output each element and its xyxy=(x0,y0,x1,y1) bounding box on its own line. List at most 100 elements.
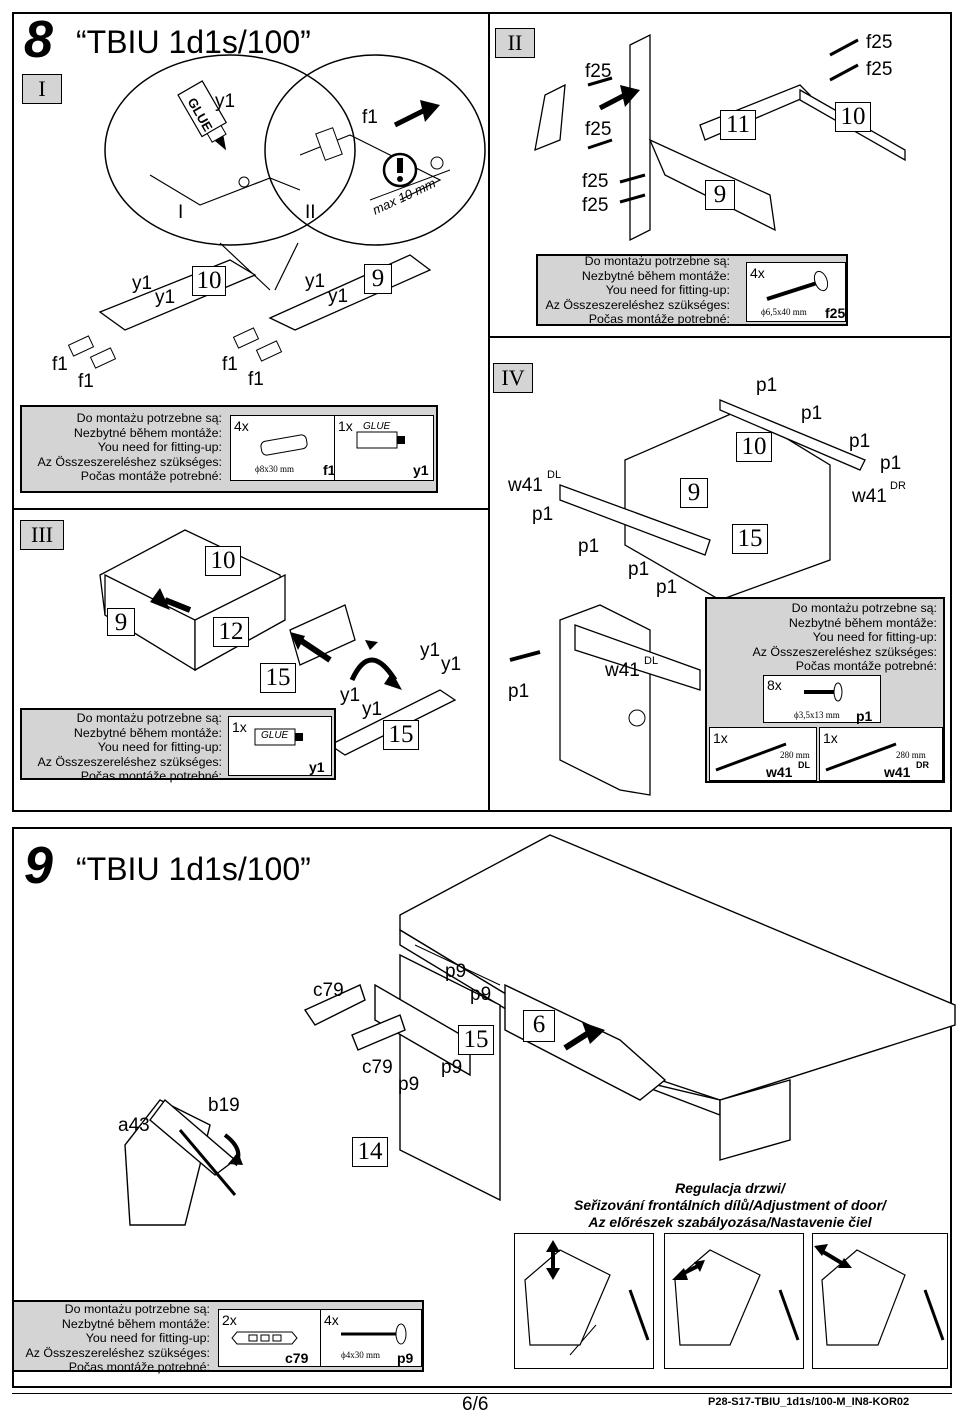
part-12-badge: 12 xyxy=(213,617,249,647)
label-p1: p1 xyxy=(508,681,530,702)
step-9-frame xyxy=(12,827,952,1388)
dowel-f1-icons xyxy=(67,327,283,369)
vertical-divider xyxy=(488,12,490,812)
label-w41-dl: w41 xyxy=(605,660,640,681)
label-p1: p1 xyxy=(532,504,554,525)
part-15-badge: 15 xyxy=(732,524,768,554)
label-dl-superscript: DL xyxy=(547,469,562,481)
label-dr-superscript: DR xyxy=(890,480,906,492)
label-w41-dr: w41 xyxy=(852,486,887,507)
label-f1: f1 xyxy=(222,354,238,375)
label-p9: p9 xyxy=(441,1057,463,1078)
label-y1: y1 xyxy=(441,654,462,675)
part-10-badge: 10 xyxy=(192,266,226,296)
detail-circle-II xyxy=(264,54,486,246)
label-p1: p1 xyxy=(801,403,823,424)
part-15-badge: 15 xyxy=(458,1025,494,1055)
section-IV-drawing xyxy=(509,399,866,796)
part-9-badge: 9 xyxy=(680,478,708,508)
step-9-number: 9 xyxy=(24,837,53,895)
label-y1: y1 xyxy=(340,685,361,706)
adjust-panel-depth xyxy=(812,1233,948,1369)
label-f25: f25 xyxy=(585,119,612,140)
part-9-badge: 9 xyxy=(705,180,735,210)
door-adjustment-caption: Regulacja drzwi/ Seřizování frontálních … xyxy=(574,1180,886,1230)
adjust-panel-vertical xyxy=(514,1233,654,1369)
section-I-label: I xyxy=(22,74,62,104)
label-y1: y1 xyxy=(155,287,176,308)
step-8-title: “TBIU 1d1s/100” xyxy=(76,24,311,60)
label-w41-dl: w41 xyxy=(508,475,543,496)
label-p9: p9 xyxy=(445,961,467,982)
label-y1: y1 xyxy=(362,699,383,720)
part-10-badge: 10 xyxy=(736,432,772,462)
needs-text: Do montażu potrzebne są:Nezbytné během m… xyxy=(37,711,222,784)
label-b19: b19 xyxy=(208,1095,240,1116)
part-9-badge: 9 xyxy=(107,608,135,636)
section-II-label: II xyxy=(495,28,535,58)
label-p1: p1 xyxy=(628,559,650,580)
label-f1: f1 xyxy=(78,371,94,392)
needs-box-II: Do montażu potrzebne są:Nezbytné během m… xyxy=(536,254,848,326)
depth-arrow-icon xyxy=(814,1244,852,1268)
label-c79: c79 xyxy=(362,1057,393,1078)
vertical-arrow-icon xyxy=(546,1240,560,1280)
horizontal-divider-right xyxy=(489,336,952,338)
part-9-badge: 9 xyxy=(364,264,392,294)
section-III-label: III xyxy=(20,520,64,550)
document-code: P28-S17-TBIU_1d1s/100-M_IN8-KOR02 xyxy=(708,1396,910,1408)
step-8-number: 8 xyxy=(24,11,53,69)
label-f25: f25 xyxy=(582,171,609,192)
label-f1: f1 xyxy=(248,369,264,390)
needs-box-I: Do montażu potrzebne są:Nezbytné během m… xyxy=(20,405,438,493)
hardware-y1-item: 1x GLUE y1 xyxy=(334,415,434,481)
section-IV-label: IV xyxy=(493,363,533,393)
detail-circle-I xyxy=(104,54,356,246)
label-y1: y1 xyxy=(328,286,349,307)
part-15-badge: 15 xyxy=(260,663,296,693)
part-15-badge: 15 xyxy=(383,720,419,750)
warning-icon xyxy=(382,152,418,188)
label-f25: f25 xyxy=(866,59,893,80)
glue-bottle-icon xyxy=(177,80,228,151)
label-a43: a43 xyxy=(118,1115,150,1136)
label-y1-detail: y1 xyxy=(215,91,236,112)
label-f25: f25 xyxy=(582,195,609,216)
label-c79: c79 xyxy=(313,980,344,1001)
label-y1: y1 xyxy=(132,273,153,294)
label-y1: y1 xyxy=(420,640,441,661)
hardware-y1-item: 1x GLUE y1 xyxy=(228,716,332,776)
footer-divider xyxy=(12,1393,952,1394)
label-p1: p1 xyxy=(578,536,600,557)
label-p1: p1 xyxy=(880,453,902,474)
label-y1: y1 xyxy=(305,271,326,292)
horizontal-arrow-icon xyxy=(672,1260,705,1280)
part-14-badge: 14 xyxy=(352,1137,388,1167)
needs-text: Do montażu potrzebne są:Nezbytné během m… xyxy=(545,254,730,327)
needs-box-III: Do montażu potrzebne są:Nezbytné během m… xyxy=(20,708,336,783)
hardware-w41dl-item: 1x 280 mm w41 DL xyxy=(709,727,817,781)
adjust-panel-horizontal xyxy=(664,1233,804,1369)
page-number: 6/6 xyxy=(462,1394,489,1413)
detail-I-label: I xyxy=(178,202,184,223)
part-10-badge: 10 xyxy=(835,102,871,132)
label-p1: p1 xyxy=(756,375,778,396)
step-8-frame xyxy=(12,12,952,812)
label-p9: p9 xyxy=(398,1074,420,1095)
part-11-badge: 11 xyxy=(720,110,756,140)
detail-II-label: II xyxy=(305,202,316,223)
part-10-badge: 10 xyxy=(205,546,241,576)
label-p1: p1 xyxy=(656,577,678,598)
label-p9: p9 xyxy=(470,984,492,1005)
label-f1-detail: f1 xyxy=(362,107,378,128)
label-f1: f1 xyxy=(52,354,68,375)
part-6-badge: 6 xyxy=(523,1010,555,1042)
needs-text: Do montażu potrzebne są:Nezbytné během m… xyxy=(25,1302,210,1375)
needs-text: Do montażu potrzebne są:Nezbytné během m… xyxy=(37,411,222,484)
label-f25: f25 xyxy=(866,32,893,53)
hardware-c79-item: 2x c79 xyxy=(218,1309,322,1367)
hardware-f25-item: 4x ϕ6,5x40 mm f25 xyxy=(746,262,846,322)
step-9-title: “TBIU 1d1s/100” xyxy=(76,851,311,887)
label-f25: f25 xyxy=(585,61,612,82)
